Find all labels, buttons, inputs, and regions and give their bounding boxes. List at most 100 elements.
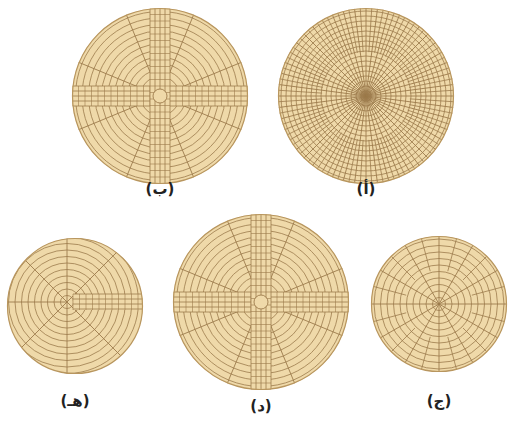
disc-fill	[72, 8, 248, 184]
radial-ray	[375, 139, 387, 202]
radial-ray	[408, 61, 469, 82]
radial-ray	[366, 0, 380, 96]
cross-band	[73, 294, 161, 310]
radial-ray	[318, 135, 346, 192]
radial-ray	[258, 96, 366, 97]
growth-ring	[69, 5, 251, 187]
grain-line	[150, 34, 170, 35]
radial-ray	[448, 219, 462, 271]
grain-line	[150, 27, 170, 28]
radial-ray	[439, 260, 509, 304]
grain-line	[202, 86, 203, 106]
grain-line	[192, 292, 193, 312]
radial-ray	[409, 105, 472, 117]
figure-label: (هـ)	[60, 392, 89, 410]
grain-line	[231, 292, 232, 312]
bark-edge	[73, 9, 248, 184]
grain-line	[151, 294, 152, 310]
figure-label: (أ)	[357, 180, 376, 198]
radial-ray	[366, 96, 470, 124]
grain-line	[125, 294, 126, 310]
radial-ray	[5, 240, 67, 302]
grain-line	[150, 21, 170, 22]
wood-disc	[0, 214, 161, 390]
grain-line	[105, 294, 106, 310]
grain-line	[251, 279, 271, 280]
grain-line	[241, 86, 242, 106]
radial-ray	[290, 96, 366, 172]
grain-line	[150, 164, 170, 165]
radial-ray	[5, 302, 67, 364]
bark-edge	[174, 215, 349, 390]
grain-line	[124, 86, 125, 106]
grain-line	[218, 292, 219, 312]
growth-ring	[63, 0, 258, 194]
grain-line	[150, 40, 170, 41]
grain-line	[251, 266, 271, 267]
radial-ray	[331, 0, 352, 54]
grain-line	[86, 294, 87, 310]
grain-line	[150, 125, 170, 126]
grain-line	[91, 86, 92, 106]
radial-ray	[338, 0, 366, 96]
growth-ring	[255, 296, 268, 309]
grain-line	[150, 112, 170, 113]
grain-line	[221, 86, 222, 106]
grain-line	[150, 118, 170, 119]
radial-ray	[416, 219, 430, 271]
grain-line	[234, 86, 235, 106]
grain-line	[303, 292, 304, 312]
radial-ray	[380, 138, 401, 199]
grain-line	[150, 131, 170, 132]
radial-ray	[354, 281, 406, 295]
radial-ray	[410, 99, 474, 103]
radial-ray	[439, 228, 483, 304]
radial-ray	[67, 302, 68, 390]
grain-line	[225, 292, 226, 312]
figure-label: (ب)	[146, 180, 175, 198]
radial-ray	[439, 304, 509, 348]
cross-band	[173, 292, 349, 312]
wood-disc	[56, 0, 264, 200]
grain-line	[111, 86, 112, 106]
grain-line	[143, 86, 144, 106]
radial-ray	[377, 242, 415, 280]
grain-line	[118, 294, 119, 310]
grain-line	[251, 370, 271, 371]
radial-ray	[405, 115, 462, 143]
grain-line	[150, 105, 170, 106]
grain-line	[99, 294, 100, 310]
grain-line	[150, 177, 170, 178]
grain-line	[251, 259, 271, 260]
growth-ring	[164, 205, 359, 400]
radial-ray	[439, 216, 440, 304]
bark-edge	[8, 239, 143, 374]
grain-line	[150, 66, 170, 67]
grain-line	[150, 144, 170, 145]
grain-line	[150, 138, 170, 139]
radial-ray	[258, 89, 322, 93]
wood-disc	[258, 0, 474, 204]
grain-line	[150, 79, 170, 80]
radial-ray	[259, 96, 366, 110]
radial-ray	[366, 68, 470, 96]
grain-line	[112, 294, 113, 310]
grain-line	[251, 272, 271, 273]
radial-ray	[363, 260, 439, 304]
grain-line	[195, 86, 196, 106]
grain-line	[208, 86, 209, 106]
grain-line	[150, 53, 170, 54]
grain-line	[79, 294, 80, 310]
grain-line	[251, 363, 271, 364]
radial-ray	[408, 110, 469, 131]
growth-ring	[56, 0, 264, 200]
grain-line	[150, 60, 170, 61]
radial-ray	[463, 242, 501, 280]
grain-line	[78, 86, 79, 106]
grain-line	[283, 292, 284, 312]
radial-ray	[439, 304, 440, 392]
radial-ray	[439, 304, 483, 380]
grain-line	[189, 86, 190, 106]
